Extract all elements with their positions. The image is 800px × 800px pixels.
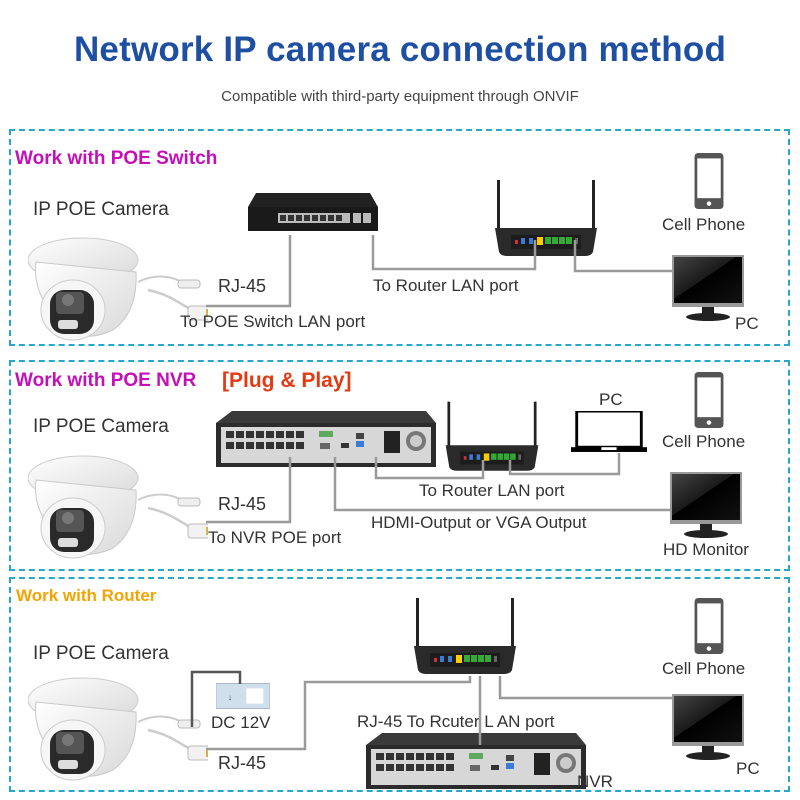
to-router-label: To Router LAN port xyxy=(419,481,565,500)
cell-phone-icon xyxy=(693,153,725,209)
plug-play-badge: [Plug & Play] xyxy=(222,369,352,392)
router-icon xyxy=(410,598,520,678)
section-title-poe-switch: Work with POE Switch xyxy=(15,148,218,169)
section-title-poe-nvr: Work with POE NVR xyxy=(15,370,197,391)
dc-12v-label: DC 12V xyxy=(211,713,271,732)
camera-label: IP POE Camera xyxy=(33,199,169,220)
hd-monitor-icon xyxy=(670,470,742,542)
cell-phone-label: Cell Phone xyxy=(662,432,746,451)
pc-label: PC xyxy=(599,390,623,409)
laptop-icon xyxy=(571,411,647,453)
router-icon xyxy=(442,398,542,478)
pc-label: PC xyxy=(735,314,759,333)
nvr-icon xyxy=(216,411,436,467)
hdmi-vga-label: HDMI-Output or VGA Output xyxy=(371,513,587,532)
panel-poe-switch xyxy=(9,129,790,346)
page-subtitle: Compatible with third-party equipment th… xyxy=(221,88,579,105)
ip-camera-icon xyxy=(28,450,208,560)
power-adapter-icon xyxy=(216,683,270,709)
rj45-label: RJ-45 xyxy=(218,753,267,773)
page-title: Network IP camera connection method xyxy=(73,30,727,69)
poe-switch-icon xyxy=(248,193,378,233)
rj45-label: RJ-45 xyxy=(218,494,267,514)
section-title-router: Work with Router xyxy=(16,586,157,605)
pc-monitor-icon xyxy=(672,692,744,764)
pc-monitor-icon xyxy=(672,253,744,325)
cell-phone-label: Cell Phone xyxy=(662,659,746,678)
cell-phone-icon xyxy=(693,372,725,428)
rj45-router-label: RJ-45 To Rcuter L AN port xyxy=(357,712,555,731)
to-poe-switch-label: To POE Switch LAN port xyxy=(180,312,366,331)
camera-label: IP POE Camera xyxy=(33,416,169,437)
cell-phone-icon xyxy=(693,598,725,654)
router-icon xyxy=(491,180,601,260)
hd-monitor-label: HD Monitor xyxy=(663,540,749,559)
to-nvr-label: To NVR POE port xyxy=(208,528,342,547)
to-router-label: To Router LAN port xyxy=(373,276,519,295)
nvr-label: NVR xyxy=(577,772,613,791)
rj45-label: RJ-45 xyxy=(218,276,267,296)
ip-camera-icon xyxy=(28,672,208,782)
nvr-icon xyxy=(366,733,586,789)
pc-label: PC xyxy=(736,759,760,778)
panel-router xyxy=(9,577,790,792)
cell-phone-label: Cell Phone xyxy=(662,215,746,234)
camera-label: IP POE Camera xyxy=(33,643,169,664)
panel-poe-nvr xyxy=(9,360,790,571)
